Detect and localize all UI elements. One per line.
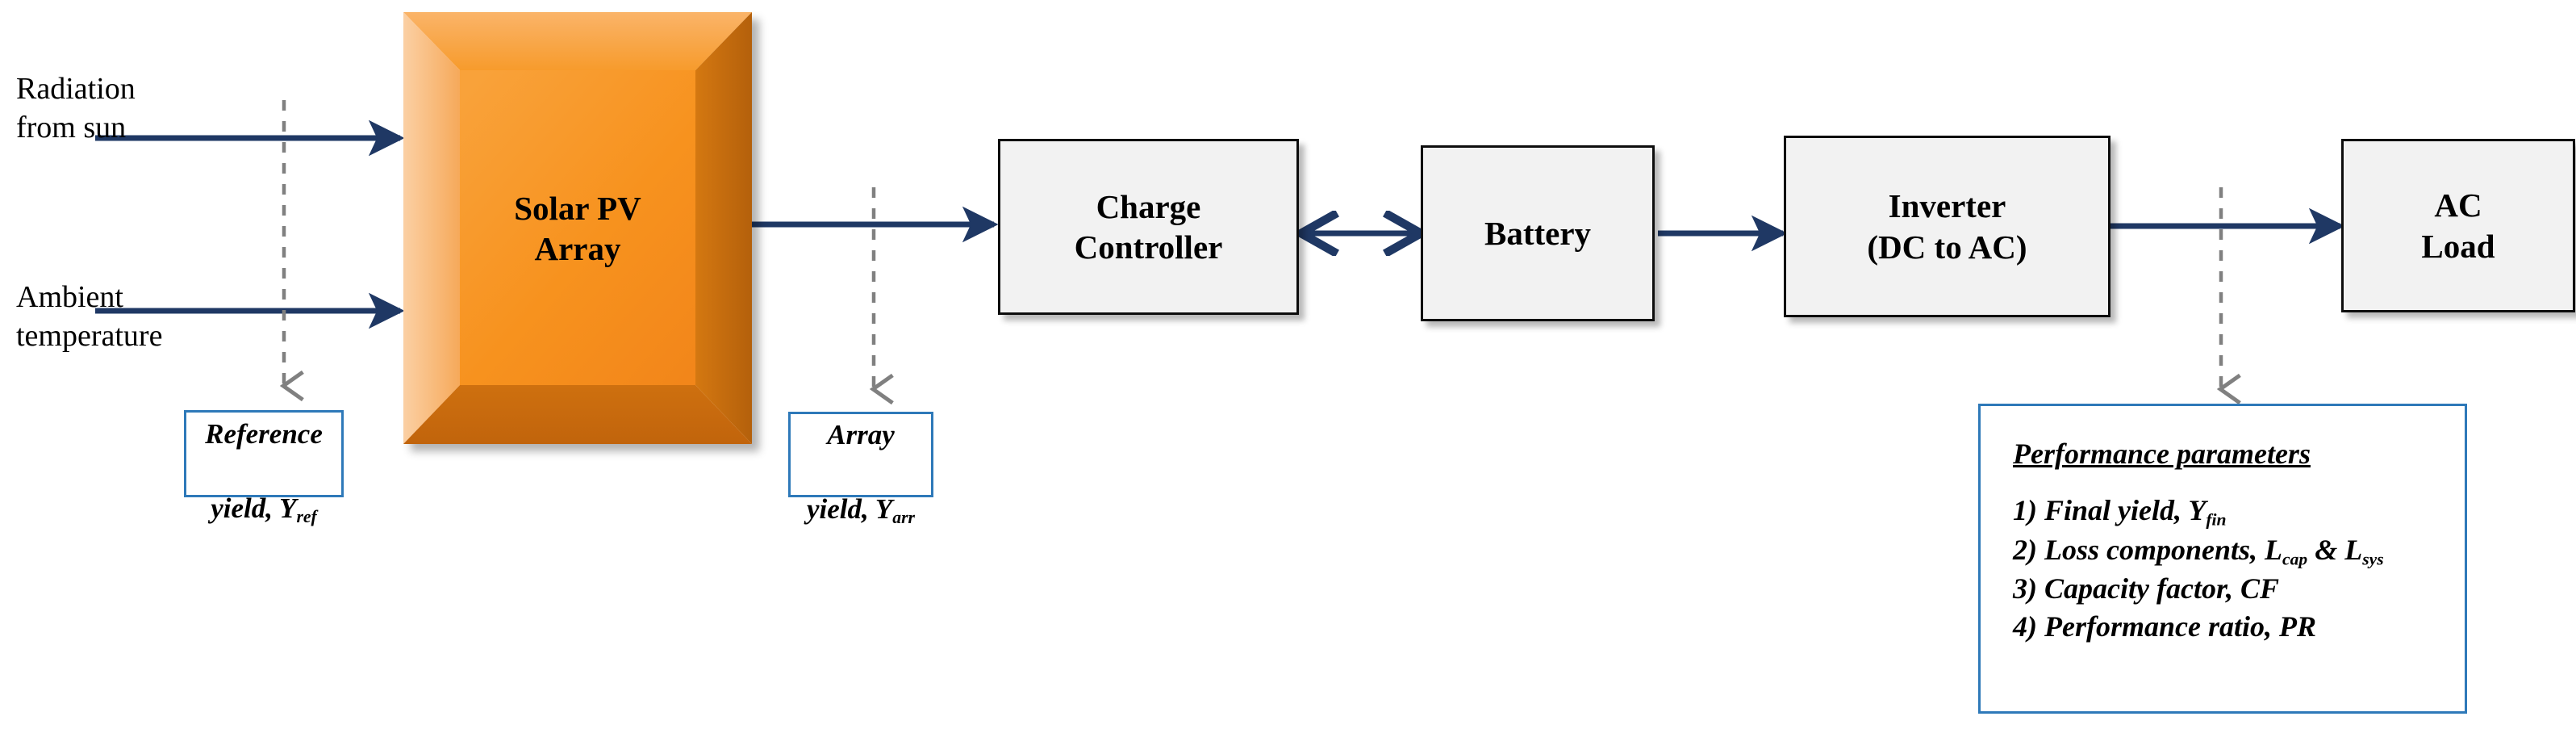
perf-3-text: Capacity factor, CF: [2044, 572, 2279, 605]
performance-parameter-item-4: 4) Performance ratio, PR: [2013, 608, 2465, 646]
perf-1-text: Final yield, Y: [2044, 494, 2207, 526]
performance-parameters-title: Performance parameters: [2013, 438, 2311, 470]
perf-2-text-post: & L: [2307, 533, 2363, 566]
block-solar-pv-array[interactable]: Solar PV Array: [403, 12, 752, 444]
perf-4-text: Performance ratio, PR: [2044, 610, 2316, 643]
performance-parameters-list: 1) Final yield, Yfin 2) Loss components,…: [2013, 492, 2465, 646]
block-label-charge-controller: Charge Controller: [1074, 187, 1223, 266]
input-label-ambient-temperature: Ambient temperature: [16, 280, 163, 353]
callout-array-yield: Array yield, Yarr: [788, 412, 933, 528]
callout-reference-yield-text: Reference yield, Yref: [205, 379, 323, 529]
perf-2-sub: cap: [2282, 549, 2308, 568]
input-label-radiation: Radiation from sun: [16, 72, 136, 145]
callout-array-yield-subscript: arr: [892, 508, 915, 528]
callout-array-yield-line1: Array: [827, 419, 895, 451]
callout-reference-yield-line1: Reference: [205, 418, 323, 450]
perf-2-text: Loss components, L: [2044, 533, 2283, 566]
callout-array-yield-line2: yield, Y: [807, 493, 893, 526]
callout-reference-yield-line2: yield, Y: [211, 492, 297, 525]
solar-pv-array-bevel-shape: [403, 12, 752, 444]
callout-reference-yield-subscript: ref: [296, 507, 317, 527]
perf-1-num: 1): [2013, 494, 2037, 526]
performance-parameter-item-2: 2) Loss components, Lcap & Lsys: [2013, 531, 2465, 571]
callout-array-yield-text: Array yield, Yarr: [807, 379, 915, 530]
perf-2-sub2: sys: [2362, 549, 2384, 568]
callout-performance-parameters: Performance parameters 1) Final yield, Y…: [1978, 404, 2467, 714]
block-label-battery: Battery: [1484, 214, 1592, 252]
perf-1-sub: fin: [2206, 509, 2227, 530]
block-ac-load[interactable]: AC Load: [2341, 139, 2575, 312]
perf-2-num: 2): [2013, 533, 2037, 566]
block-inverter[interactable]: Inverter (DC to AC): [1784, 136, 2110, 317]
block-battery[interactable]: Battery: [1421, 145, 1655, 321]
block-label-inverter: Inverter (DC to AC): [1867, 187, 2027, 266]
perf-3-num: 3): [2013, 572, 2037, 605]
callout-reference-yield: Reference yield, Yref: [184, 410, 344, 527]
performance-parameter-item-3: 3) Capacity factor, CF: [2013, 570, 2465, 608]
block-charge-controller[interactable]: Charge Controller: [998, 139, 1299, 315]
perf-4-num: 4): [2013, 610, 2037, 643]
block-label-ac-load: AC Load: [2421, 186, 2495, 265]
performance-parameter-item-1: 1) Final yield, Yfin: [2013, 492, 2465, 531]
